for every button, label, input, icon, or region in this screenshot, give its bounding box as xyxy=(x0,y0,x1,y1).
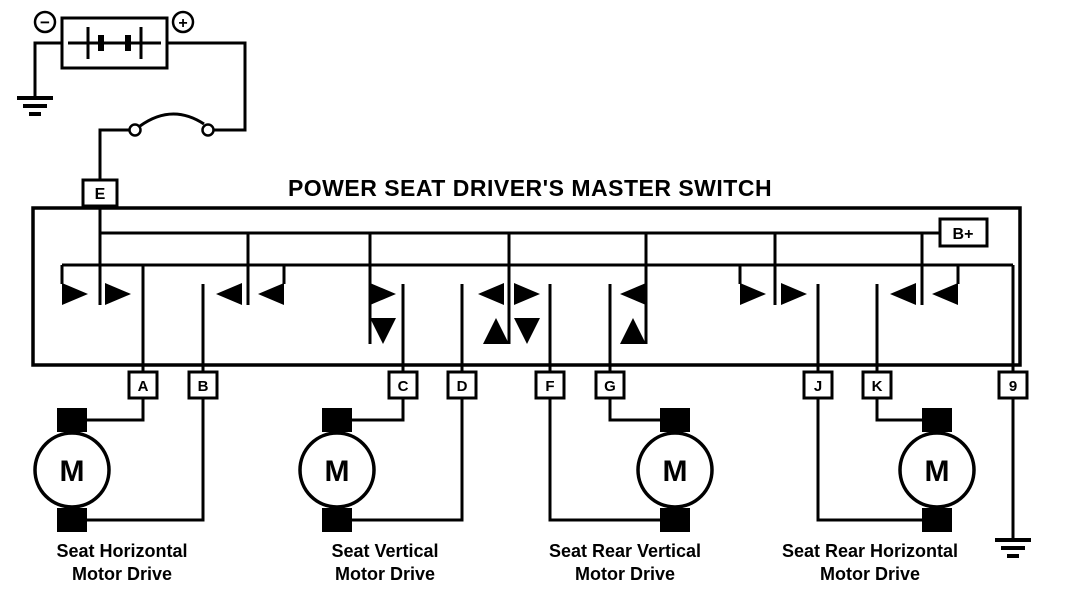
motor-2-caption-line2: Motor Drive xyxy=(335,564,435,584)
motor-4-caption-line1: Seat Rear Horizontal xyxy=(782,541,958,561)
wire-battery-to-ground xyxy=(33,41,62,98)
terminal-9-outline xyxy=(997,370,1029,400)
contact-arrow-right-icon xyxy=(62,283,88,305)
bplus-box: B+ xyxy=(938,217,989,248)
contact-arrow-right-icon xyxy=(781,283,807,305)
motor-3-body xyxy=(636,431,714,509)
motor-2-body xyxy=(298,431,376,509)
terminal-box-k: K xyxy=(861,370,893,400)
contact-arrow-left-icon xyxy=(890,283,916,305)
terminal-b-label: B xyxy=(198,378,209,395)
contact-arrow-right-icon xyxy=(105,283,131,305)
ground-icon-right xyxy=(995,538,1031,558)
motor-2-symbol: M xyxy=(325,455,350,488)
motor-4-symbol: M xyxy=(925,455,950,488)
contact-arrow-left-icon xyxy=(216,283,242,305)
terminal-g-label: G xyxy=(604,378,616,395)
plus-sign: + xyxy=(178,15,187,32)
motor-3-symbol: M xyxy=(663,455,688,488)
motor-3-icon: M xyxy=(636,408,714,532)
e-label: E xyxy=(95,186,106,203)
terminal-f-label: F xyxy=(545,378,554,395)
motor-1-body xyxy=(33,431,111,509)
terminal-k-label: K xyxy=(872,378,883,395)
motor-2-caption-line1: Seat Vertical xyxy=(331,541,438,561)
plus-circle-icon xyxy=(171,10,195,34)
switch-contact-left xyxy=(128,123,142,137)
contact-arrow-left-icon xyxy=(620,283,646,305)
motor-4-caption: Seat Rear Horizontal Motor Drive xyxy=(782,541,958,584)
e-box-outline xyxy=(81,178,119,208)
motor-4-top-cap xyxy=(922,408,952,432)
contact-arrow-down-icon xyxy=(514,318,540,344)
motor-3-caption-line1: Seat Rear Vertical xyxy=(549,541,701,561)
terminal-box-c: C xyxy=(387,370,419,400)
motor-1-top-cap xyxy=(57,408,87,432)
motor-4-icon: M xyxy=(898,408,976,532)
terminal-box-9: 9 xyxy=(997,370,1029,400)
ground-icon-left xyxy=(17,96,53,116)
terminal-box-f: F xyxy=(534,370,566,400)
bplus-outline xyxy=(938,217,989,248)
minus-circle-icon xyxy=(33,10,57,34)
motor-3-top-cap xyxy=(660,408,690,432)
motor-1-bottom-cap xyxy=(57,508,87,532)
terminal-j-outline xyxy=(802,370,834,400)
terminal-box-b: B xyxy=(187,370,219,400)
connector-e-box: E xyxy=(81,178,119,208)
switch-contact-icon xyxy=(128,112,215,137)
battery-icon xyxy=(60,16,169,70)
wire-b-to-motor1 xyxy=(72,398,205,522)
battery-plus-terminal: + xyxy=(171,10,195,34)
motor-4-caption-line2: Motor Drive xyxy=(820,564,920,584)
motor-1-symbol: M xyxy=(60,455,85,488)
contact-arrow-right-icon xyxy=(370,283,396,305)
motor-1-caption-line2: Motor Drive xyxy=(72,564,172,584)
wire-switch-to-e xyxy=(98,128,129,180)
motor-3-bottom-cap xyxy=(660,508,690,532)
terminal-box-g: G xyxy=(594,370,626,400)
terminal-a-label: A xyxy=(138,378,149,395)
contact-arrow-left-icon xyxy=(258,283,284,305)
motor-2-icon: M xyxy=(298,408,376,532)
motor-2-top-cap xyxy=(322,408,352,432)
bplus-label: B+ xyxy=(953,226,974,243)
wire-j-to-motor4 xyxy=(816,398,937,522)
motor-3-caption: Seat Rear Vertical Motor Drive xyxy=(549,541,701,584)
terminal-f-outline xyxy=(534,370,566,400)
contact-arrow-right-icon xyxy=(740,283,766,305)
contact-arrow-down-icon xyxy=(370,318,396,344)
contact-arrow-up-icon xyxy=(620,318,646,344)
terminal-box-j: J xyxy=(802,370,834,400)
wire-f-to-motor3 xyxy=(548,398,675,522)
switch-blade xyxy=(139,112,205,128)
terminal-d-label: D xyxy=(457,378,468,395)
motor-1-caption-line1: Seat Horizontal xyxy=(56,541,187,561)
master-switch-box xyxy=(31,206,1022,367)
contact-arrow-left-icon xyxy=(478,283,504,305)
motor-2-bottom-cap xyxy=(322,508,352,532)
page-title: POWER SEAT DRIVER'S MASTER SWITCH xyxy=(288,175,772,201)
terminal-c-label: C xyxy=(398,378,409,395)
minus-sign: − xyxy=(40,13,50,32)
terminal-box-a: A xyxy=(127,370,159,400)
terminal-9-label: 9 xyxy=(1009,378,1017,395)
terminal-k-outline xyxy=(861,370,893,400)
wire-battery-to-switch xyxy=(167,41,247,132)
terminal-box-d: D xyxy=(446,370,478,400)
motor-1-icon: M xyxy=(33,408,111,532)
motor-4-body xyxy=(898,431,976,509)
wire-d-to-motor2 xyxy=(337,398,464,522)
motor-3-caption-line2: Motor Drive xyxy=(575,564,675,584)
battery-minus-terminal: − xyxy=(33,10,57,34)
contact-arrow-left-icon xyxy=(932,283,958,305)
terminal-j-label: J xyxy=(814,378,822,395)
contact-arrow-up-icon xyxy=(483,318,509,344)
motor-2-caption: Seat Vertical Motor Drive xyxy=(331,541,438,584)
contact-arrow-right-icon xyxy=(514,283,540,305)
switch-contact-right xyxy=(201,123,215,137)
motor-4-bottom-cap xyxy=(922,508,952,532)
motor-1-caption: Seat Horizontal Motor Drive xyxy=(56,541,187,584)
